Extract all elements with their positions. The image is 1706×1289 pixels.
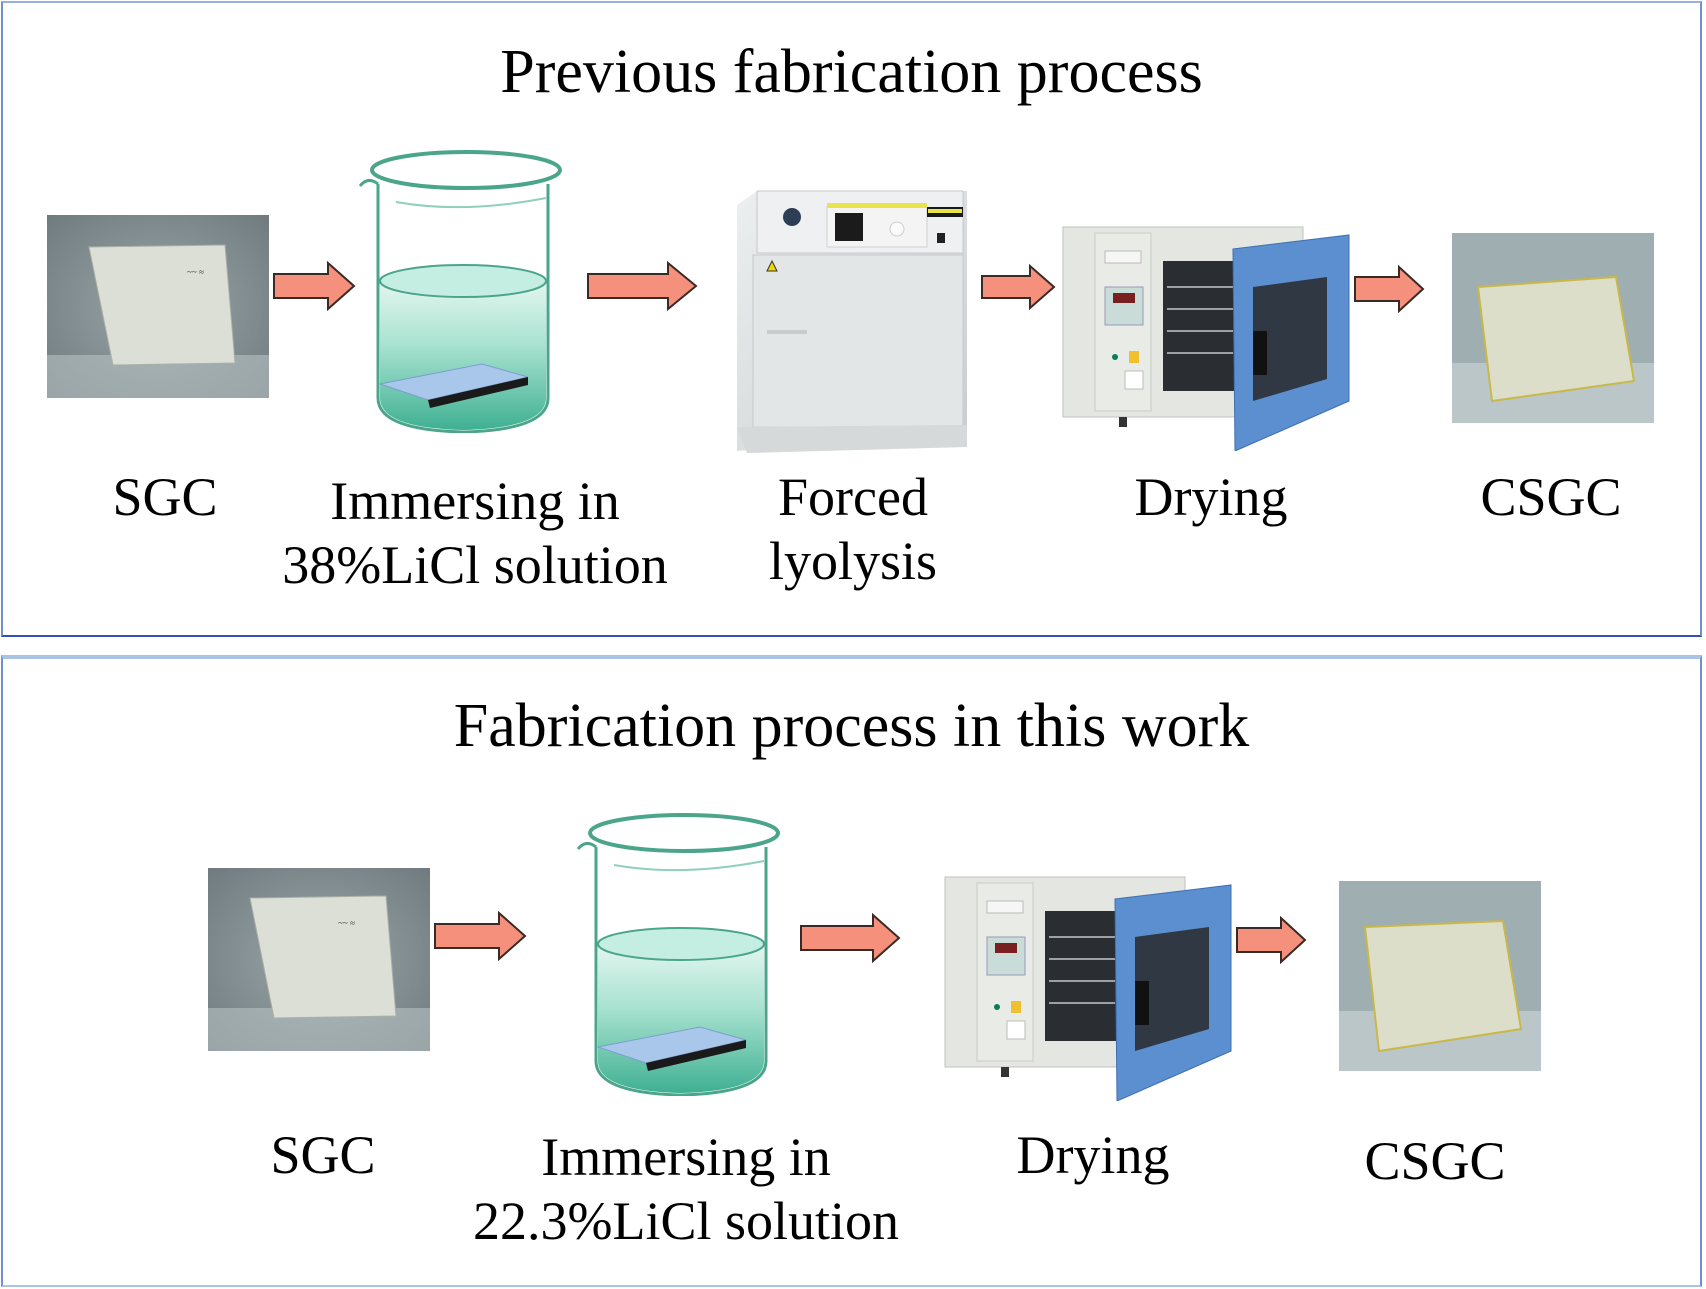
label-line: lyolysis <box>768 531 938 591</box>
label-line: CSGC <box>1364 1131 1506 1191</box>
step-label-sgc: SGC <box>270 1123 375 1187</box>
step-label-immersing: Immersing in 38%LiCl solution <box>282 469 668 597</box>
step-label-sgc: SGC <box>112 465 217 529</box>
svg-text:~~ ≈: ~~ ≈ <box>187 267 204 277</box>
label-line: CSGC <box>1480 467 1622 527</box>
svg-text:~~ ≈: ~~ ≈ <box>338 918 355 928</box>
beaker-icon <box>348 148 578 433</box>
sgc-sample-photo: ~~ ≈ <box>208 868 430 1051</box>
step-label-forced-lyolysis: Forced lyolysis <box>769 465 937 593</box>
arrow-right-icon <box>1353 265 1425 313</box>
arrow-right-icon <box>799 913 901 963</box>
arrow-right-icon <box>980 264 1056 310</box>
beaker-icon <box>566 811 796 1096</box>
drying-oven-icon <box>1059 221 1351 451</box>
forced-lyolysis-oven-icon <box>717 185 969 455</box>
label-line: Immersing in <box>541 1127 831 1187</box>
step-label-drying: Drying <box>1017 1123 1170 1187</box>
label-line: Drying <box>1134 467 1288 527</box>
arrow-right-icon <box>586 261 698 311</box>
step-label-csgc: CSGC <box>1480 465 1621 529</box>
step-label-drying: Drying <box>1135 465 1288 529</box>
panel-this-work-process: Fabrication process in this work ~~ ≈ <box>1 655 1702 1287</box>
arrow-right-icon <box>433 911 527 961</box>
panel-title: Previous fabrication process <box>500 38 1203 106</box>
arrow-right-icon <box>272 261 356 311</box>
panel-previous-process: Previous fabrication process ~~ ≈ <box>1 1 1702 637</box>
csgc-sample-photo <box>1452 233 1654 423</box>
label-line: SGC <box>112 467 218 527</box>
label-line: Drying <box>1016 1125 1170 1185</box>
label-line: 22.3%LiCl solution <box>472 1191 900 1251</box>
label-line: SGC <box>270 1125 376 1185</box>
sgc-sample-photo: ~~ ≈ <box>47 215 269 398</box>
drying-oven-icon <box>941 871 1233 1101</box>
arrow-right-icon <box>1235 916 1307 964</box>
label-line: Immersing in <box>330 471 620 531</box>
label-line: Forced <box>778 467 928 527</box>
label-line: 38%LiCl solution <box>282 535 668 595</box>
step-label-immersing: Immersing in 22.3%LiCl solution <box>473 1125 899 1253</box>
panel-title: Fabrication process in this work <box>453 692 1250 760</box>
step-label-csgc: CSGC <box>1364 1129 1505 1193</box>
csgc-sample-photo <box>1339 881 1541 1071</box>
